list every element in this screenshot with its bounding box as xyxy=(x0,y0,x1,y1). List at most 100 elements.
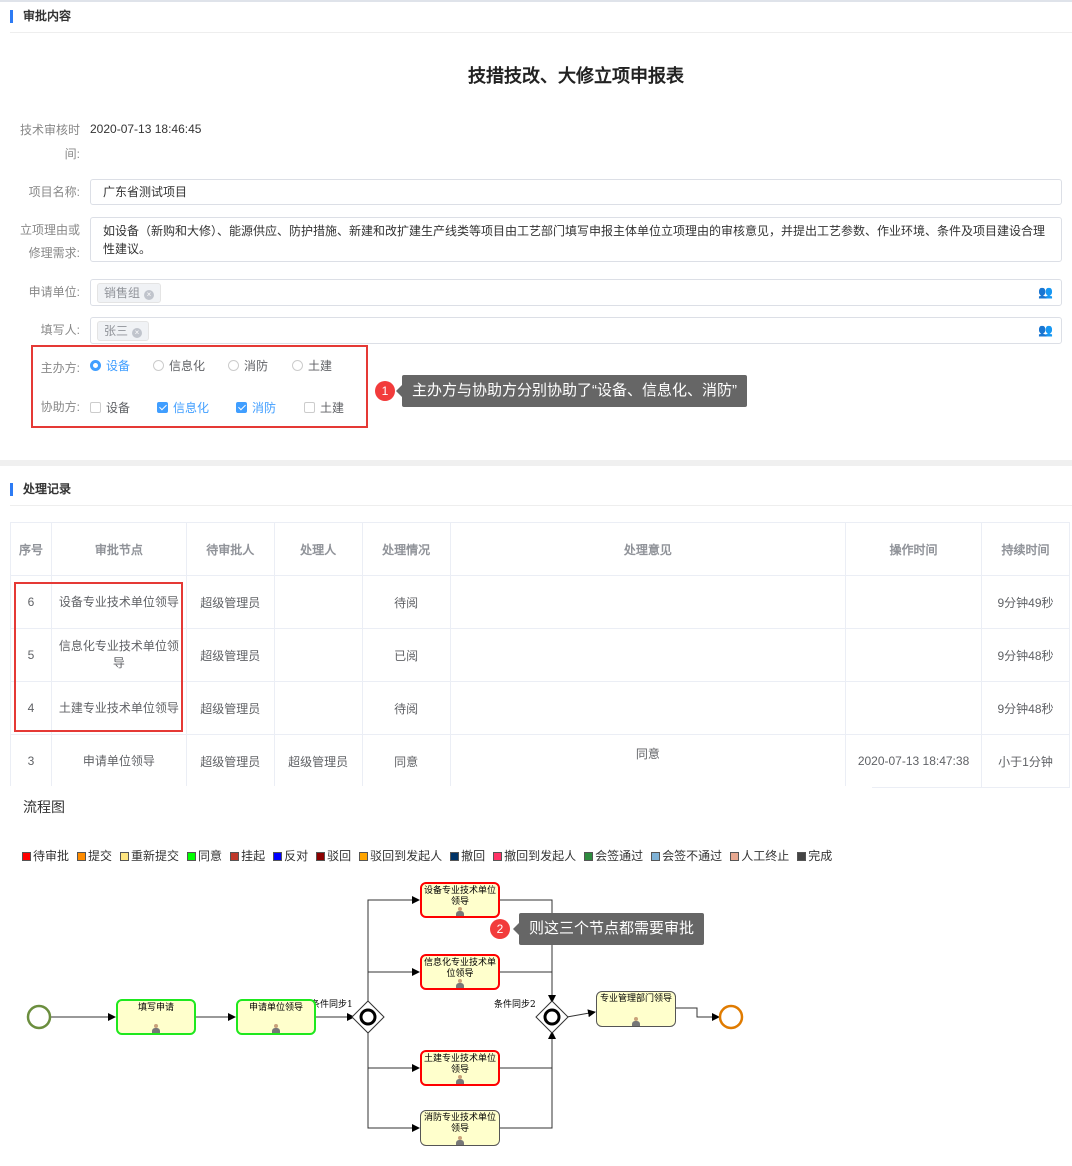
highlight-box-parties xyxy=(31,345,368,428)
unit-select[interactable]: 销售组×👥 xyxy=(90,279,1062,306)
writer-label: 填写人: xyxy=(40,323,80,337)
legend-item: 重新提交 xyxy=(120,847,179,864)
legend-swatch xyxy=(797,852,807,861)
assist-party-option[interactable]: 消防 xyxy=(236,399,276,416)
main-party-option[interactable]: 设备 xyxy=(90,357,130,374)
project-input[interactable]: 广东省测试项目 xyxy=(90,179,1062,205)
section-separator xyxy=(0,460,1072,466)
radio-button[interactable] xyxy=(153,360,164,371)
table-cell: 小于1分钟 xyxy=(980,734,1071,788)
table-cell: 待阅 xyxy=(361,575,451,629)
table-cell: 4 xyxy=(10,681,52,735)
table-cell: 2020-07-13 18:47:38 xyxy=(845,734,982,788)
legend-swatch xyxy=(22,852,31,861)
main-party-option[interactable]: 消防 xyxy=(228,357,268,374)
node-management-leader[interactable]: 专业管理部门领导 xyxy=(596,991,676,1027)
assist-party-option[interactable]: 信息化 xyxy=(157,399,209,416)
legend-swatch xyxy=(273,852,283,861)
legend-label: 会签不通过 xyxy=(662,849,723,863)
legend-label: 人工终止 xyxy=(741,849,790,863)
legend-item: 反对 xyxy=(273,847,308,864)
legend-label: 驳回 xyxy=(327,849,352,863)
writer-select[interactable]: 张三× 👥 xyxy=(90,317,1062,344)
option-label: 信息化 xyxy=(169,359,206,373)
tag-close-icon[interactable]: × xyxy=(144,290,155,300)
legend-swatch xyxy=(359,852,369,861)
column-header: 持续时间 xyxy=(980,522,1071,576)
node-equipment-leader[interactable]: 设备专业技术单位领导 xyxy=(420,882,500,918)
option-label: 消防 xyxy=(244,359,269,373)
end-event xyxy=(718,1004,744,1030)
unit-label: 申请单位: xyxy=(28,285,80,299)
form-title: 技措技改、大修立项申报表 xyxy=(468,66,684,86)
annotation-tooltip-2: 则这三个节点都需要审批 xyxy=(512,913,705,945)
legend-item: 撤回 xyxy=(450,847,485,864)
node-fill-application[interactable]: 填写申请 xyxy=(116,999,196,1035)
node-civil-leader[interactable]: 土建专业技术单位领导 xyxy=(420,1050,500,1086)
checkbox[interactable] xyxy=(236,402,247,413)
main-party-option[interactable]: 信息化 xyxy=(153,357,205,374)
node-fire-leader[interactable]: 消防专业技术单位领导 xyxy=(420,1110,500,1146)
option-label: 消防 xyxy=(252,401,277,415)
radio-button[interactable] xyxy=(228,360,239,371)
legend-item: 完成 xyxy=(797,847,832,864)
reason-textarea[interactable]: 如设备（新购和大修）、能源供应、防护措施、新建和改扩建生产线类等项目由工艺部门填… xyxy=(90,217,1062,262)
assist-party-option[interactable]: 土建 xyxy=(304,399,344,416)
project-label: 项目名称: xyxy=(28,185,80,199)
option-label: 设备 xyxy=(106,359,131,373)
legend-label: 待审批 xyxy=(33,849,70,863)
user-icon xyxy=(456,1075,464,1084)
highlight-box-rows xyxy=(14,582,183,732)
main-party-option[interactable]: 土建 xyxy=(292,357,332,374)
table-cell xyxy=(845,681,982,735)
legend-swatch xyxy=(493,852,503,861)
section-title-approval: 审批内容 xyxy=(10,10,71,23)
legend-label: 提交 xyxy=(88,849,113,863)
checkbox[interactable] xyxy=(90,402,101,413)
table-cell: 同意 xyxy=(449,734,847,788)
assist-party-option[interactable]: 设备 xyxy=(90,399,130,416)
legend-item: 驳回 xyxy=(316,847,351,864)
review-time-value: 2020-07-13 18:46:45 xyxy=(90,122,202,136)
table-cell: 已阅 xyxy=(361,628,451,682)
column-header: 操作时间 xyxy=(845,522,982,576)
reason-label: 立项理由或修理需求: xyxy=(19,223,80,260)
legend-swatch xyxy=(450,852,460,861)
checkbox[interactable] xyxy=(157,402,168,413)
top-border xyxy=(0,0,1072,2)
checkbox[interactable] xyxy=(304,402,315,413)
legend-item: 驳回到发起人 xyxy=(359,847,442,864)
annotation-badge-2: 2 xyxy=(490,919,510,939)
assist-party-label: 协助方: xyxy=(40,400,80,414)
user-icon xyxy=(272,1024,280,1033)
legend-swatch xyxy=(120,852,130,861)
legend-label: 挂起 xyxy=(241,849,266,863)
radio-button[interactable] xyxy=(292,360,303,371)
user-picker-icon[interactable]: 👥 xyxy=(1038,285,1053,299)
legend-item: 待审批 xyxy=(22,847,69,864)
flow-title: 流程图 xyxy=(23,799,65,815)
column-header: 审批节点 xyxy=(50,522,187,576)
table-cell: 申请单位领导 xyxy=(50,734,187,788)
radio-button[interactable] xyxy=(90,360,101,371)
legend-item: 挂起 xyxy=(230,847,265,864)
legend-swatch xyxy=(730,852,740,861)
table-cell: 5 xyxy=(10,628,52,682)
legend-label: 会签通过 xyxy=(595,849,644,863)
user-picker-icon[interactable]: 👥 xyxy=(1038,323,1053,337)
gateway-1-label: 条件同步1 xyxy=(311,1000,353,1010)
review-time-label: 技术审核时间: xyxy=(19,123,80,161)
table-cell xyxy=(845,628,982,682)
legend-item: 会签不通过 xyxy=(651,847,722,864)
writer-tag: 张三× xyxy=(97,321,150,341)
legend-swatch xyxy=(584,852,594,861)
node-applicant-leader[interactable]: 申请单位领导 xyxy=(236,999,316,1035)
legend-item: 人工终止 xyxy=(730,847,789,864)
column-header: 处理情况 xyxy=(361,522,451,576)
node-info-leader[interactable]: 信息化专业技术单位领导 xyxy=(420,954,500,990)
legend-swatch xyxy=(230,852,240,861)
tag-close-icon[interactable]: × xyxy=(132,328,143,338)
legend-label: 反对 xyxy=(284,849,309,863)
